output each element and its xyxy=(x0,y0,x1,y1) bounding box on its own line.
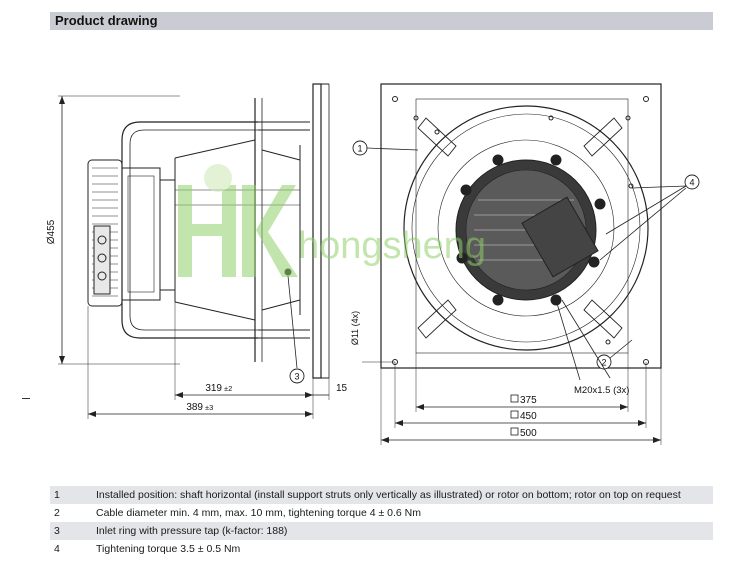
product-drawing: hongsheng Ø455 319 ±2 389 ±3 15 Ø11 (4x)… xyxy=(46,83,700,445)
dim-thread: M20x1.5 (3x) xyxy=(574,385,629,396)
callout-3: 3 xyxy=(294,372,299,382)
watermark-logo: hongsheng xyxy=(178,164,486,277)
section-header: Product drawing xyxy=(50,12,713,30)
table-row: 1 Installed position: shaft horizontal (… xyxy=(50,486,713,504)
dim-389-tolerance: ±3 xyxy=(205,403,213,412)
dim-389: 389 xyxy=(186,402,203,413)
dim-319: 319 xyxy=(205,383,222,394)
dim-diameter-455: Ø455 xyxy=(46,219,57,244)
dim-375: 375 xyxy=(520,395,537,406)
dim-450: 450 xyxy=(520,411,537,422)
section-title: Product drawing xyxy=(55,13,158,28)
dim-500: 500 xyxy=(520,428,537,439)
table-row: 3 Inlet ring with pressure tap (k-factor… xyxy=(50,522,713,540)
note-number: 1 xyxy=(54,489,60,501)
dim-hole: Ø11 (4x) xyxy=(350,311,360,345)
callout-4: 4 xyxy=(689,178,694,188)
front-view xyxy=(352,83,700,445)
callout-1: 1 xyxy=(357,144,362,154)
note-text: Installed position: shaft horizontal (in… xyxy=(96,489,681,501)
notes-table: 1 Installed position: shaft horizontal (… xyxy=(50,486,713,558)
note-text: Tightening torque 3.5 ± 0.5 Nm xyxy=(96,543,241,555)
note-number: 3 xyxy=(54,525,60,537)
dim-15: 15 xyxy=(336,383,348,394)
note-number: 2 xyxy=(54,507,60,519)
table-row: 4 Tightening torque 3.5 ± 0.5 Nm xyxy=(50,540,713,558)
table-row: 2 Cable diameter min. 4 mm, max. 10 mm, … xyxy=(50,504,713,522)
dim-319-tolerance: ±2 xyxy=(224,384,232,393)
watermark-text: hongsheng xyxy=(298,225,486,267)
side-view xyxy=(58,83,330,419)
callout-2: 2 xyxy=(601,358,606,368)
note-number: 4 xyxy=(54,543,60,555)
note-text: Cable diameter min. 4 mm, max. 10 mm, ti… xyxy=(96,507,421,519)
note-text: Inlet ring with pressure tap (k-factor: … xyxy=(96,525,288,537)
margin-dash xyxy=(22,398,30,399)
